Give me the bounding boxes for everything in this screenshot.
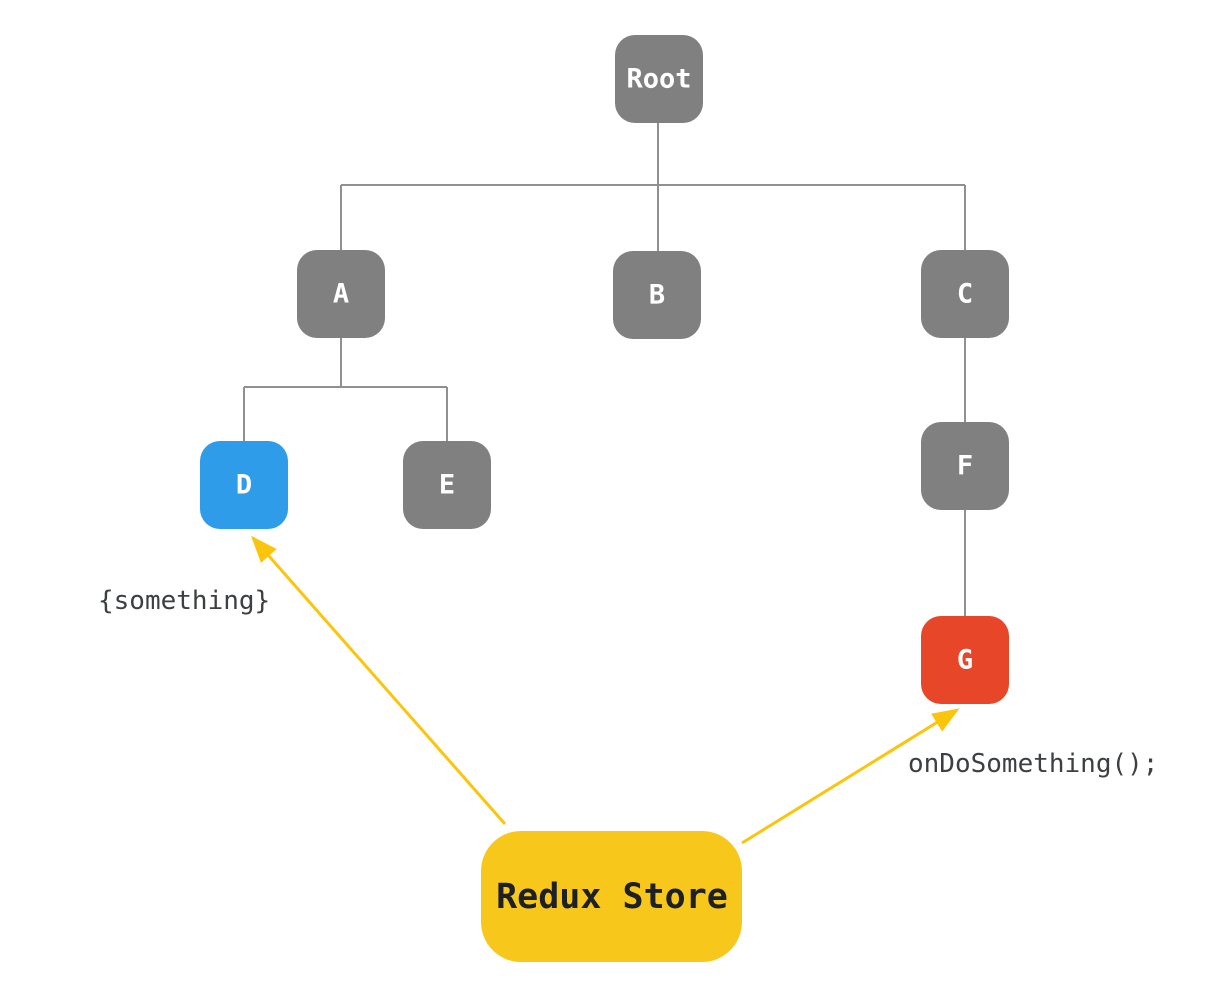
node-g-label: G bbox=[957, 645, 973, 676]
redux-store-box bbox=[481, 831, 742, 962]
arrow-store-to-g bbox=[741, 708, 960, 845]
store-arrows bbox=[251, 535, 960, 845]
callback-annotation: onDoSomething(); bbox=[908, 749, 1158, 779]
node-e-label: E bbox=[439, 470, 455, 501]
node-d-label: D bbox=[236, 470, 252, 501]
node-c-label: C bbox=[957, 279, 973, 310]
annotations: {something} onDoSomething(); bbox=[98, 586, 1158, 779]
node-a bbox=[297, 250, 385, 338]
node-f bbox=[921, 422, 1009, 510]
node-a-label: A bbox=[333, 279, 349, 310]
node-root-label: Root bbox=[626, 64, 691, 95]
node-d bbox=[200, 441, 288, 529]
tree-connectors bbox=[243, 123, 966, 616]
tree-nodes: Root A B C D E F G bbox=[200, 35, 1009, 704]
node-e bbox=[403, 441, 491, 529]
node-f-label: F bbox=[957, 451, 973, 482]
node-root bbox=[615, 35, 703, 123]
node-g bbox=[921, 616, 1009, 704]
redux-store-label: Redux Store bbox=[496, 877, 728, 917]
node-b bbox=[613, 251, 701, 339]
node-b-label: B bbox=[649, 280, 665, 311]
redux-store: Redux Store bbox=[481, 831, 742, 962]
props-annotation: {something} bbox=[98, 586, 270, 616]
arrow-store-to-d bbox=[251, 535, 507, 825]
node-c bbox=[921, 250, 1009, 338]
